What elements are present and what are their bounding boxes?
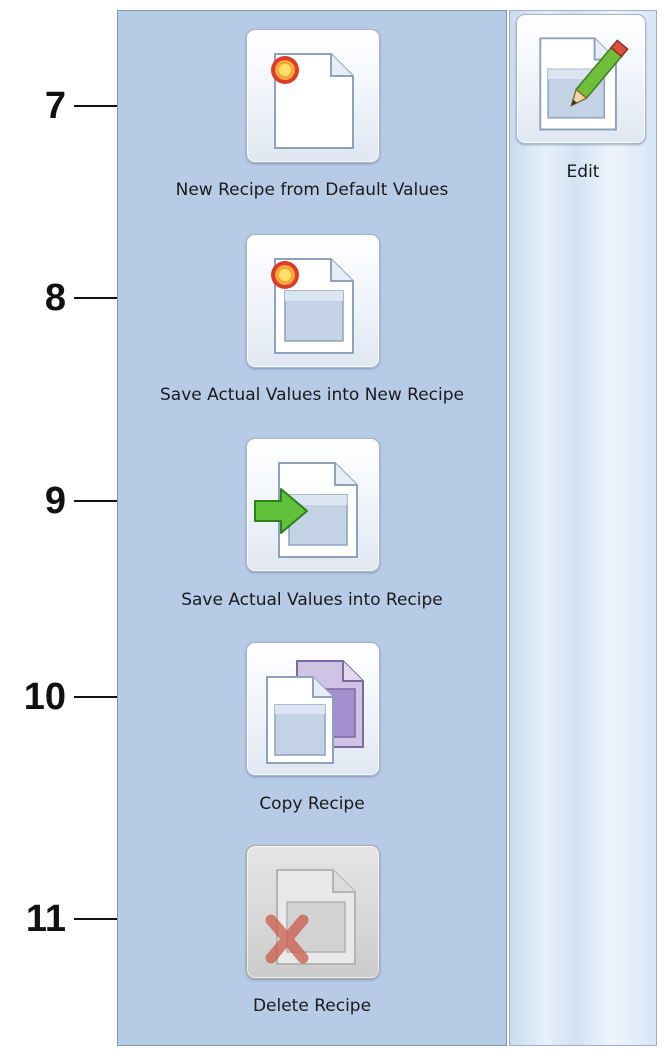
copy-recipe-label: Copy Recipe [259,794,365,814]
save-new-recipe-icon [271,258,354,354]
save-actual-values-into-recipe-label: Save Actual Values into Recipe [181,590,443,610]
new-document-icon [271,53,354,149]
delete-recipe-button[interactable] [246,845,380,979]
new-recipe-from-defaults-label: New Recipe from Default Values [175,180,449,200]
save-actual-values-into-recipe-button[interactable] [246,438,380,572]
callout-number: 10 [23,676,66,718]
callout-number: 11 [25,898,66,940]
save-actual-values-into-new-recipe-button[interactable] [246,234,380,368]
save-recipe-icon [254,462,358,558]
callout-number: 7 [44,85,66,127]
delete-document-icon [265,869,356,965]
copy-documents-icon [266,660,364,764]
edit-label: Edit [566,162,600,182]
edit-pencil-icon [539,37,629,131]
edit-panel [509,10,657,1046]
edit-button[interactable] [516,14,646,144]
callout-number: 8 [44,277,66,319]
callout-number: 9 [44,480,66,522]
save-actual-values-into-new-recipe-label: Save Actual Values into New Recipe [159,385,465,405]
copy-recipe-button[interactable] [246,642,380,776]
new-recipe-from-defaults-button[interactable] [246,29,380,163]
delete-recipe-label: Delete Recipe [252,996,372,1016]
